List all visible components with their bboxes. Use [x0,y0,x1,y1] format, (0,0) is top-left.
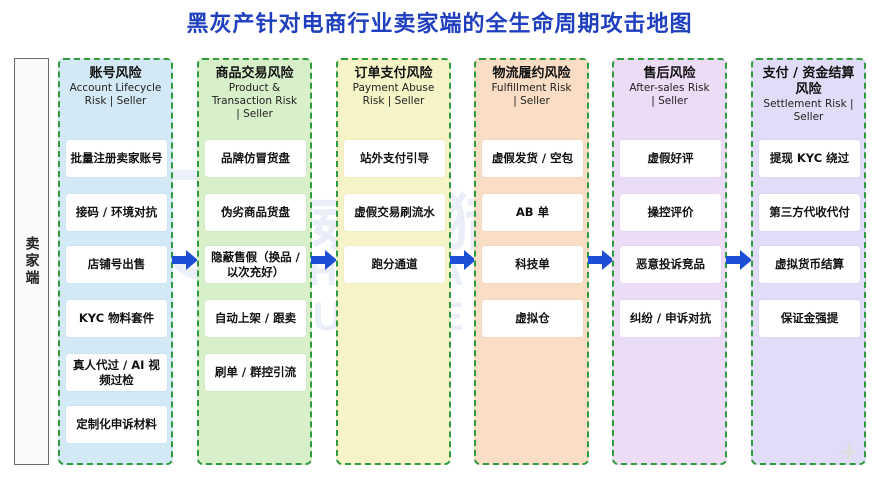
stage-title-en: After-sales Risk [629,82,710,94]
risk-card: 真人代过 / AI 视频过检 [66,354,167,391]
risk-card: 批量注册卖家账号 [66,140,167,177]
stage-title-cn: 物流履约风险 [492,66,571,81]
risk-card: 第三方代收代付 [759,194,860,231]
risk-card: 虚假交易刷流水 [344,194,445,231]
risk-card: 虚拟仓 [482,300,583,337]
stage-title-cn: 账号风险 [89,66,142,81]
flow-arrow-icon [172,250,198,270]
risk-card: 站外支付引导 [344,140,445,177]
risk-card: 虚假发货 / 空包 [482,140,583,177]
risk-card: 恶意投诉竞品 [620,246,721,283]
stage-title-cn: 订单支付风险 [354,66,433,81]
risk-card: 品牌仿冒货盘 [205,140,306,177]
risk-card: 隐蔽售假（换品 / 以次充好） [205,246,306,283]
risk-card: 保证金强提 [759,300,860,337]
flow-arrow-icon [449,250,476,270]
risk-card: AB 单 [482,194,583,231]
flow-arrow-icon [587,250,614,270]
stage-title-cn: 支付 / 资金结算风险 [762,66,855,97]
stage-title-en: Fulfillment Risk [491,82,572,94]
risk-card: 科技单 [482,246,583,283]
stage-title-en: Seller [793,111,824,123]
page-title: 黑灰产针对电商行业卖家端的全生命周期攻击地图 [186,12,693,37]
flow-arrow-icon [311,250,337,270]
risk-card: 接码 / 环境对抗 [66,194,167,231]
stage-title-en: Payment Abuse [352,82,435,94]
risk-card: 定制化申诉材料 [66,406,167,443]
risk-card: 虚假好评 [620,140,721,177]
stage-title-cn: 售后风险 [643,66,696,81]
stage-title-en: Risk | Seller [84,95,147,107]
risk-card: 提现 KYC 绕过 [759,140,860,177]
stage-title-cn: 商品交易风险 [215,66,294,81]
risk-card: 操控评价 [620,194,721,231]
stage-title-en: Settlement Risk | [763,98,854,110]
risk-card: 纠纷 / 申诉对抗 [620,300,721,337]
stage-title-en: Risk | Seller [362,95,425,107]
risk-card: 自动上架 / 跟卖 [205,300,306,337]
risk-card: 伪劣商品货盘 [205,194,306,231]
seller-side-label: 卖家端 [23,236,40,287]
stage-title-en: Transaction Risk [211,95,298,107]
risk-card: 刷单 / 群控引流 [205,354,306,391]
stage-title-en: Account Lifecycle [69,82,162,94]
stage-title-en: | Seller [651,95,688,107]
sparkle-icon [838,441,860,463]
risk-card: 跑分通道 [344,246,445,283]
stage-title-en: | Seller [236,108,273,120]
stage-title-en: Product & [228,82,281,94]
stage-title-en: | Seller [513,95,550,107]
flow-arrow-icon [726,250,752,270]
seller-side-label-box: 卖家端 [14,58,49,465]
risk-card: 店铺号出售 [66,246,167,283]
risk-card: KYC 物料套件 [66,300,167,337]
risk-card: 虚拟货币结算 [759,246,860,283]
